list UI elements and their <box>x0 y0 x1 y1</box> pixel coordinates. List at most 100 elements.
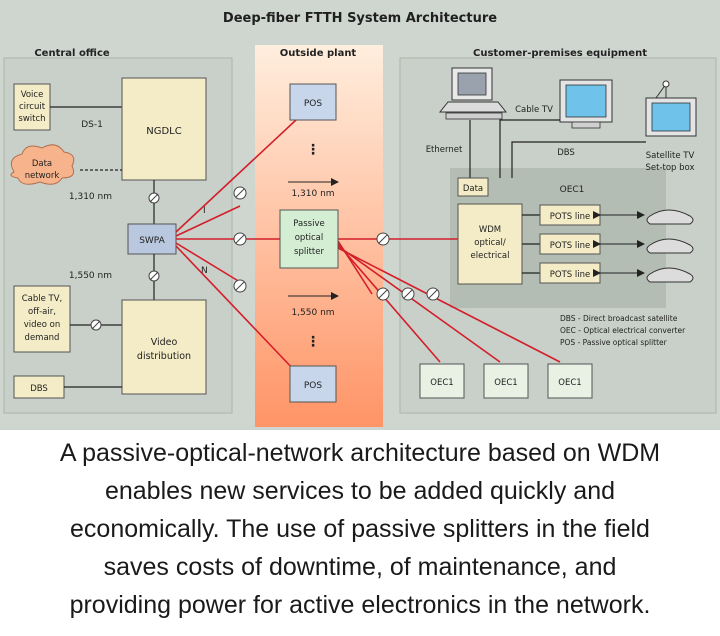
section-customer-premises: Customer-premises equipment <box>473 48 647 59</box>
ethernet-label: Ethernet <box>426 145 463 155</box>
voice-switch-line-1: Voice <box>21 90 44 100</box>
fiber-connector <box>376 232 390 246</box>
video-distribution-line-1: Video <box>151 337 178 348</box>
wdm-box: WDM optical/ electrical <box>457 203 523 285</box>
co-wavelength-1550: 1,550 nm <box>69 271 112 281</box>
fiber-swpa-mid-1 <box>175 205 241 237</box>
cable-tv-cpe-label: Cable TV <box>515 105 553 115</box>
wdm-line-1: WDM <box>479 225 501 235</box>
diagram-title: Deep-fiber FTTH System Architecture <box>223 11 497 26</box>
dbs-cpe-label: DBS <box>557 148 575 158</box>
pots-line-1: POTS line <box>522 204 645 226</box>
oec-unit-2-label: OEC1 <box>494 378 517 388</box>
pos-bottom-box: POS <box>289 365 337 403</box>
section-central-office: Central office <box>34 48 110 59</box>
swpa-box: SWPA <box>127 223 177 255</box>
pots-line-3-label: POTS line <box>550 270 590 280</box>
voice-switch-line-2: circuit <box>19 102 46 112</box>
passive-splitter-box: Passive optical splitter <box>279 209 339 269</box>
wdm-line-2: optical/ <box>474 238 506 248</box>
data-network-cloud: Data network <box>10 144 75 185</box>
fiber-connector <box>233 279 247 293</box>
data-network-line-1: Data <box>32 159 52 169</box>
satellite-tv-icon <box>645 80 697 137</box>
caption-line-2: enables new services to be added quickly… <box>104 477 616 505</box>
satellite-label-1: Satellite TV <box>646 151 695 161</box>
port-label-top: I <box>203 206 206 216</box>
co-wavelength-1310: 1,310 nm <box>69 192 112 202</box>
cable-tv-line-3: video on <box>24 320 61 330</box>
legend-line-1: DBS - Direct broadcast satellite <box>560 314 678 323</box>
fiber-swpa-to-pos-top <box>175 119 297 233</box>
caption-line-5: providing power for active electronics i… <box>69 591 651 619</box>
cable-tv-box: Cable TV, off-air, video on demand <box>13 285 71 353</box>
ftth-architecture-diagram: Deep-fiber FTTH System Architecture Cent… <box>0 0 720 430</box>
computer-icon <box>438 67 508 120</box>
fiber-splitter-to-oec-b <box>337 245 501 363</box>
pots-line-3: POTS line <box>522 262 645 284</box>
video-distribution-box: Video distribution <box>121 299 207 395</box>
fiber-connector <box>233 232 247 246</box>
oec-main-label: OEC1 <box>560 185 585 195</box>
legend-line-3: POS - Passive optical splitter <box>560 338 668 347</box>
pots-line-2-label: POTS line <box>550 241 590 251</box>
pos-bottom-label: POS <box>304 381 323 391</box>
caption-line-3: economically. The use of passive splitte… <box>70 515 650 543</box>
dbs-cpe-link <box>511 141 646 178</box>
pots-line-2: POTS line <box>522 233 645 255</box>
data-network-line-2: network <box>25 171 60 181</box>
tv-icon <box>559 79 613 129</box>
fiber-splitter-to-oec-c <box>337 247 561 363</box>
fiber-swpa-to-pos-bottom <box>175 245 297 373</box>
cable-tv-line-4: demand <box>25 333 60 343</box>
legend: DBS - Direct broadcast satellite OEC - O… <box>560 314 686 347</box>
port-label-bottom: N <box>201 266 208 276</box>
fiber-connector <box>426 287 440 301</box>
pos-top-box: POS <box>289 83 337 121</box>
legend-line-2: OEC - Optical electrical converter <box>560 326 686 335</box>
figure-caption: A passive-optical-network architecture b… <box>0 430 720 636</box>
cable-tv-line-1: Cable TV, <box>22 294 63 304</box>
op-wavelength-1310: 1,310 nm <box>291 189 334 199</box>
telephone-icon <box>646 238 694 254</box>
fiber-splitter-ray-1 <box>337 240 373 295</box>
video-distribution-line-2: distribution <box>137 351 191 362</box>
voice-switch-box: Voice circuit switch <box>13 83 51 131</box>
op-dots-top: ⋮ <box>306 142 320 158</box>
caption-line-4: saves costs of downtime, of maintenance,… <box>103 553 617 581</box>
cable-tv-connector <box>90 319 102 331</box>
wdm-line-3: electrical <box>471 251 510 261</box>
co-connector-1310 <box>148 192 160 204</box>
oec-unit-3: OEC1 <box>547 363 593 399</box>
oec-unit-1-label: OEC1 <box>430 378 453 388</box>
data-label: Data <box>463 184 483 194</box>
section-outside-plant: Outside plant <box>280 48 357 59</box>
voice-switch-line-3: switch <box>18 114 45 124</box>
op-wavelength-1550: 1,550 nm <box>291 308 334 318</box>
dbs-label: DBS <box>30 384 48 394</box>
satellite-label-2: Set-top box <box>645 163 694 173</box>
cable-tv-line-2: off-air, <box>28 307 56 317</box>
dbs-box: DBS <box>13 375 65 399</box>
op-dots-bottom: ⋮ <box>306 334 320 350</box>
oec-unit-3-label: OEC1 <box>558 378 581 388</box>
oec-unit-1: OEC1 <box>419 363 465 399</box>
fiber-connector <box>233 186 247 200</box>
pos-top-label: POS <box>304 99 323 109</box>
oec-unit-2: OEC1 <box>483 363 529 399</box>
data-box: Data <box>457 177 489 197</box>
fiber-connector <box>401 287 415 301</box>
fiber-links <box>175 119 561 373</box>
ds1-label: DS-1 <box>81 120 103 130</box>
cable-tv-cpe-link <box>499 119 560 178</box>
ngdlc-label: NGDLC <box>146 126 182 137</box>
splitter-line-3: splitter <box>294 247 324 257</box>
pots-line-1-label: POTS line <box>550 212 590 222</box>
splitter-line-1: Passive <box>293 219 324 229</box>
co-connector-1550 <box>148 270 160 282</box>
ngdlc-box: NGDLC <box>121 77 207 181</box>
caption-line-1: A passive-optical-network architecture b… <box>59 439 661 467</box>
swpa-label: SWPA <box>139 236 165 246</box>
telephone-icon <box>646 267 694 283</box>
